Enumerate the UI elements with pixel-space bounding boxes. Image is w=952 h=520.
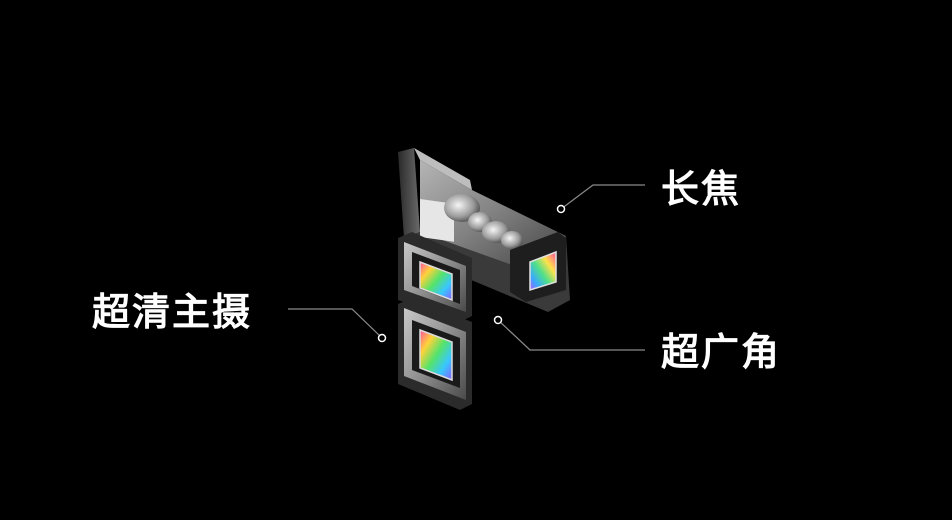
callout-dot-telephoto	[556, 204, 566, 214]
callout-ultra-wide	[493, 315, 645, 351]
label-ultra-wide: 超广角	[661, 330, 782, 374]
main-camera-module	[398, 232, 472, 410]
callout-telephoto	[556, 184, 645, 214]
label-telephoto: 长焦	[661, 167, 742, 211]
callout-dot-ultra-wide	[493, 315, 503, 325]
callout-dot-main	[377, 333, 387, 343]
callout-main-camera	[288, 308, 387, 343]
label-main-camera: 超清主摄	[92, 290, 253, 334]
